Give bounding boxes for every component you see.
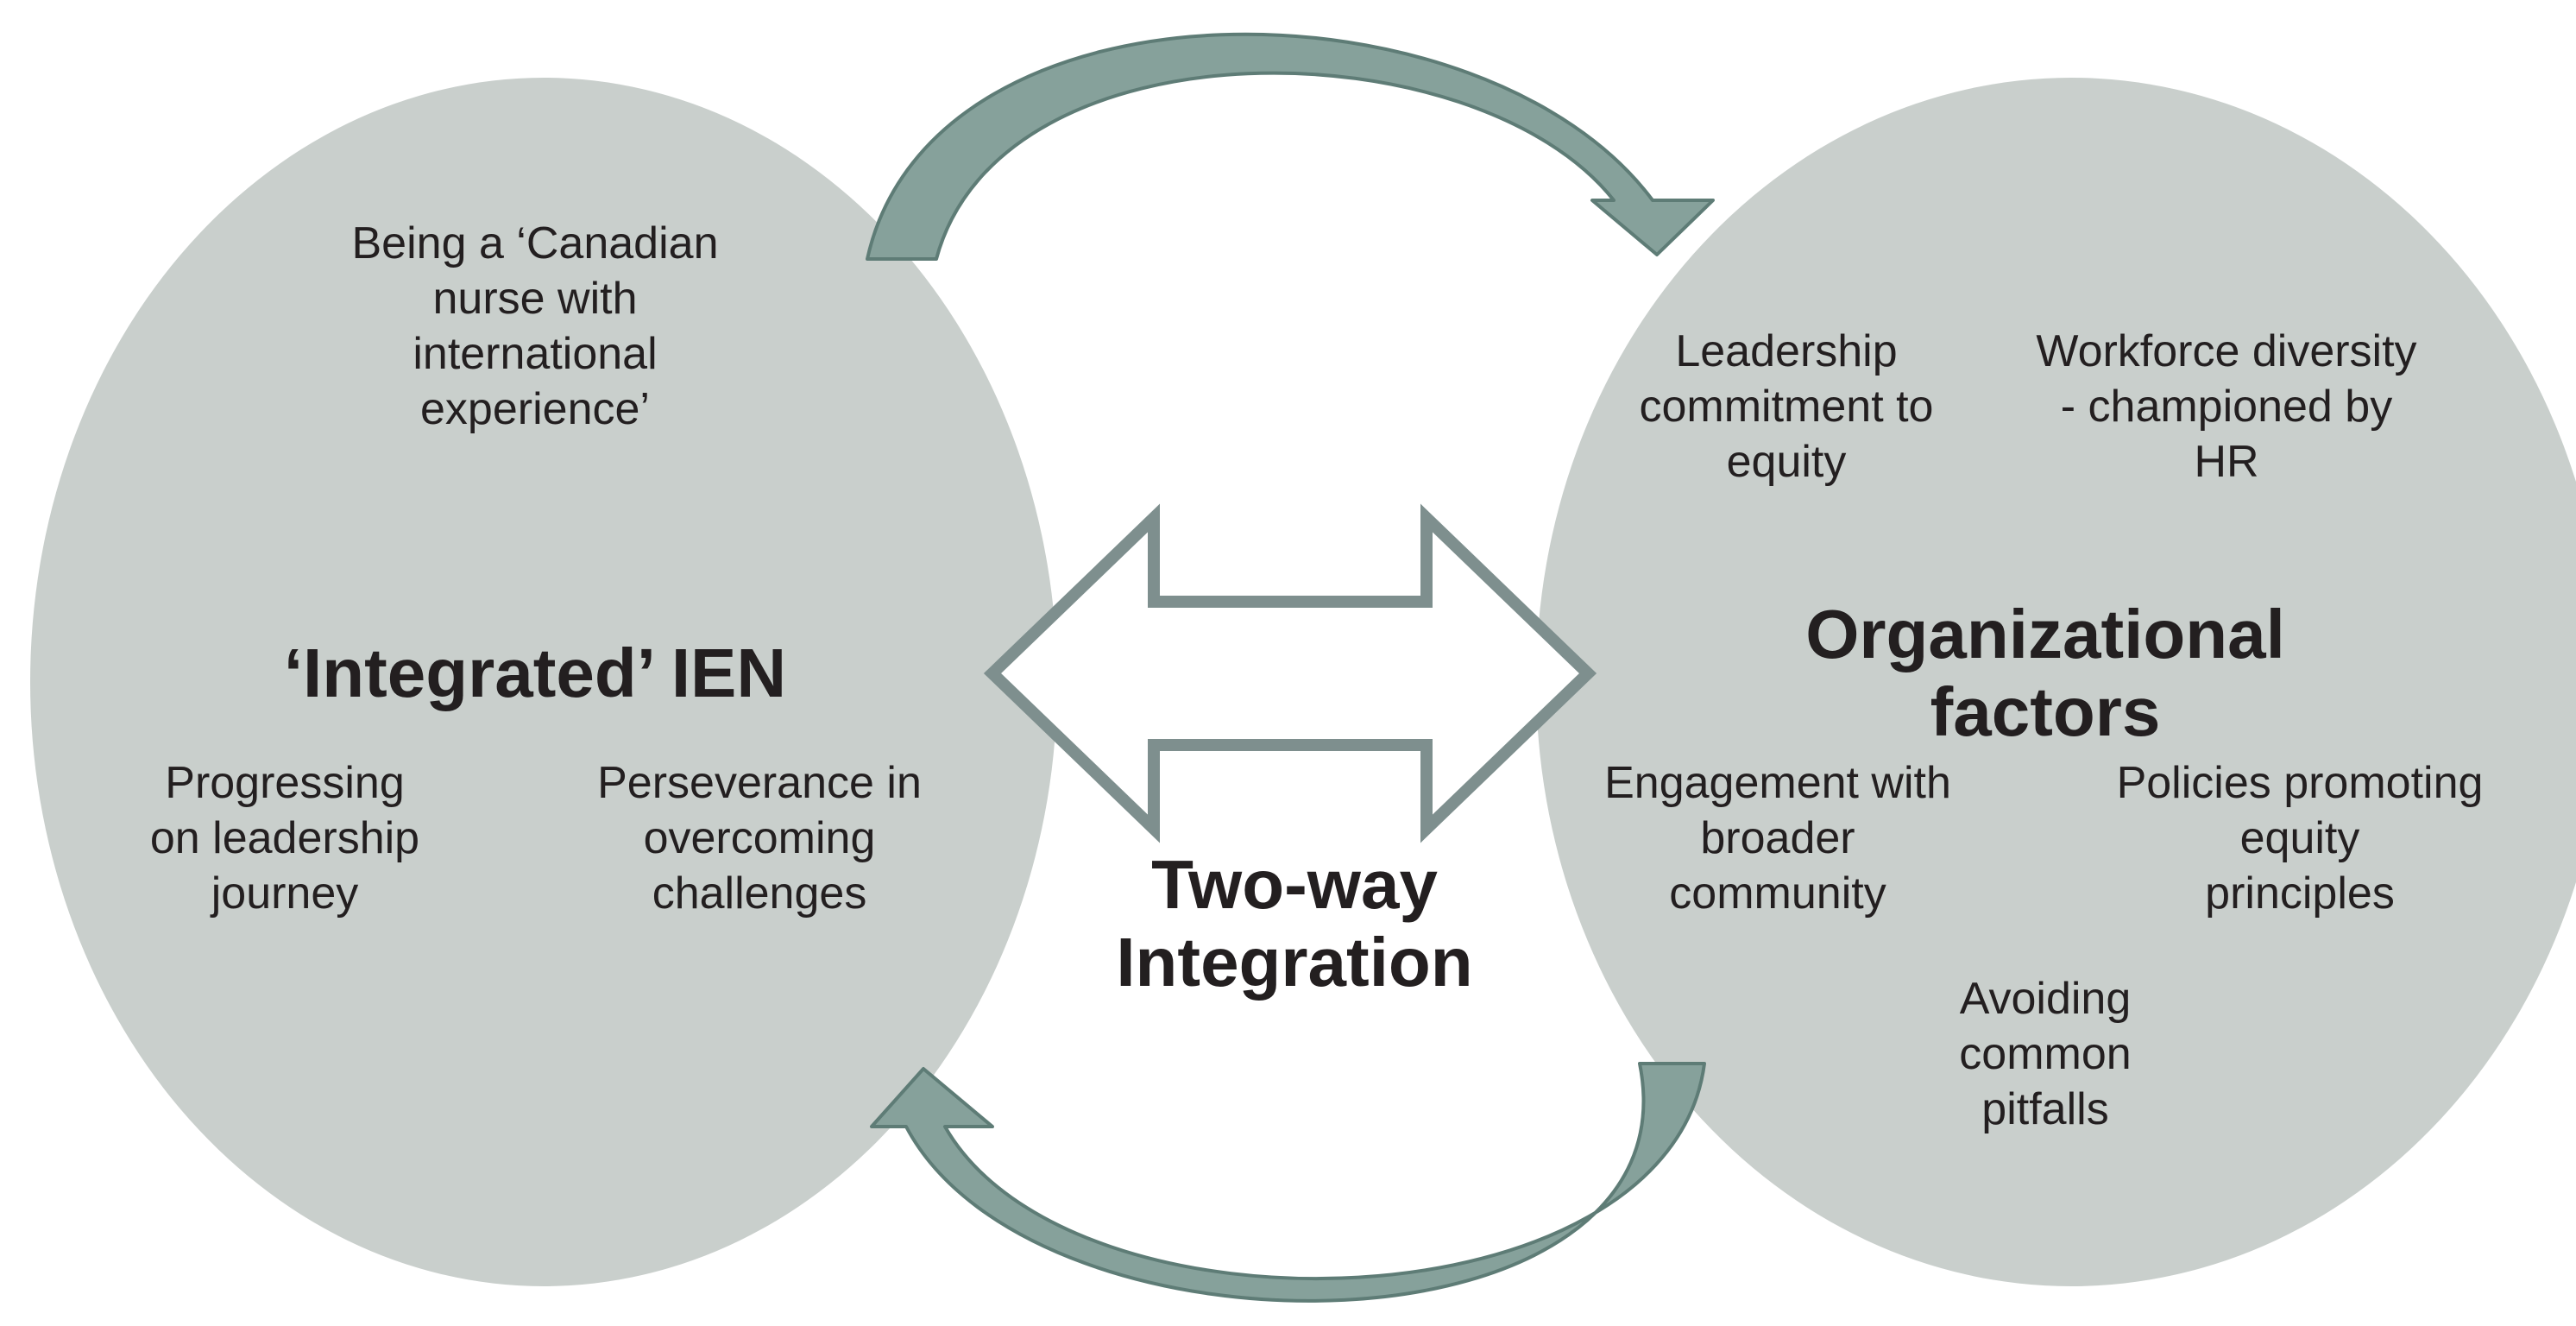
text-line: - championed by [2060,382,2393,432]
text-line: community [1669,868,1886,919]
integrated-ien-circle [30,78,1057,1286]
two-way-integration-title: Two-way Integration [1031,846,1558,1001]
workforce-diversity-label: Workforce diversity - championed by HR [1976,324,2477,489]
text-line: Integration [1116,924,1473,1001]
text-line: Policies promoting [2116,758,2484,808]
text-line: Engagement with [1604,758,1951,808]
text-line: Perseverance in [597,758,922,808]
integrated-ien-title: ‘Integrated’ IEN [283,635,787,711]
leadership-commitment-label: Leadership commitment to equity [1562,324,2011,489]
text-line: nurse with [432,274,638,324]
text-line: Progressing [165,758,405,808]
bottom-curved-arrow [870,1062,1706,1303]
text-line: principles [2205,868,2395,919]
text-line: broader [1700,813,1855,863]
text-line: commitment to [1639,382,1934,432]
text-line: equity [1726,437,1847,487]
top-curved-arrow [866,32,1715,261]
text-line: on leadership [149,813,420,863]
text-line: common [1959,1029,2132,1079]
text-line: factors [1930,673,2161,750]
organizational-factors-circle [1536,78,2576,1286]
text-line: Leadership [1675,326,1898,376]
text-line: HR [2194,437,2259,487]
text-line: overcoming [643,813,876,863]
text-line: equity [2239,813,2360,863]
text-line: Two-way [1151,846,1438,923]
perseverance-label: Perseverance in overcoming challenges [544,755,975,921]
canadian-nurse-label: Being a ‘Canadian nurse with internation… [285,216,785,437]
progressing-leadership-label: Progressing on leadership journey [86,755,483,921]
text-line: Being a ‘Canadian [351,218,719,268]
double-headed-arrow [983,503,1597,843]
text-line: journey [211,868,359,919]
organizational-factors-title: Organizational factors [1691,596,2399,751]
text-line: challenges [652,868,867,919]
text-line: Organizational [1805,596,2285,672]
text-line: Avoiding [1959,974,2132,1024]
policies-equity-label: Policies promoting equity principles [2045,755,2554,921]
avoiding-pitfalls-label: Avoiding common pitfalls [1855,971,2235,1137]
engagement-community-label: Engagement with broader community [1536,755,2019,921]
text-line: pitfalls [1981,1084,2109,1134]
text-line: international [413,329,658,379]
text-line: experience’ [420,384,650,434]
text-line: Workforce diversity [2036,326,2417,376]
